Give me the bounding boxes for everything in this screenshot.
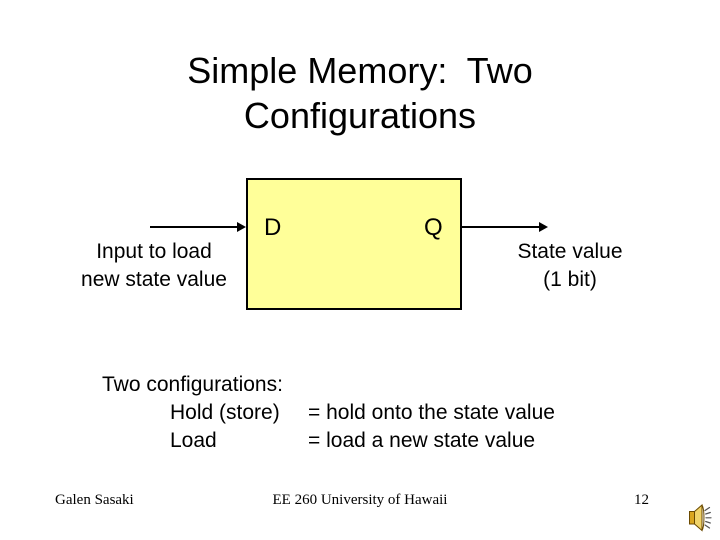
config-row-hold: Hold (store) = hold onto the state value [170,399,555,427]
config-term: Hold (store) [170,401,280,424]
q-port-label: Q [424,214,443,241]
footer-course: EE 260 University of Hawaii [272,492,448,508]
input-arrow-head-icon [237,222,246,232]
output-arrow-head-icon [539,222,548,232]
config-definition: = hold onto the state value [308,401,555,424]
input-arrow-line [150,226,238,228]
configurations-heading: Two configurations: [102,373,283,396]
slide-title: Simple Memory: Two Configurations [0,48,720,138]
config-term: Load [170,429,217,452]
slide-title-line1: Simple Memory: Two [187,50,533,91]
footer-page-number: 12 [634,492,649,508]
configurations-block: Two configurations: Hold (store) = hold o… [102,371,555,455]
d-port-label: D [264,214,282,241]
config-definition: = load a new state value [308,429,536,452]
input-caption: Input to load new state value [81,240,227,291]
output-arrow-line [462,226,539,228]
output-caption: State value (1 bit) [517,240,623,291]
memory-element-box [246,178,462,310]
speaker-audio-icon[interactable] [687,503,712,533]
slide-title-line2: Configurations [243,95,477,136]
config-row-load: Load = load a new state value [170,427,555,455]
footer-author: Galen Sasaki [55,492,134,508]
